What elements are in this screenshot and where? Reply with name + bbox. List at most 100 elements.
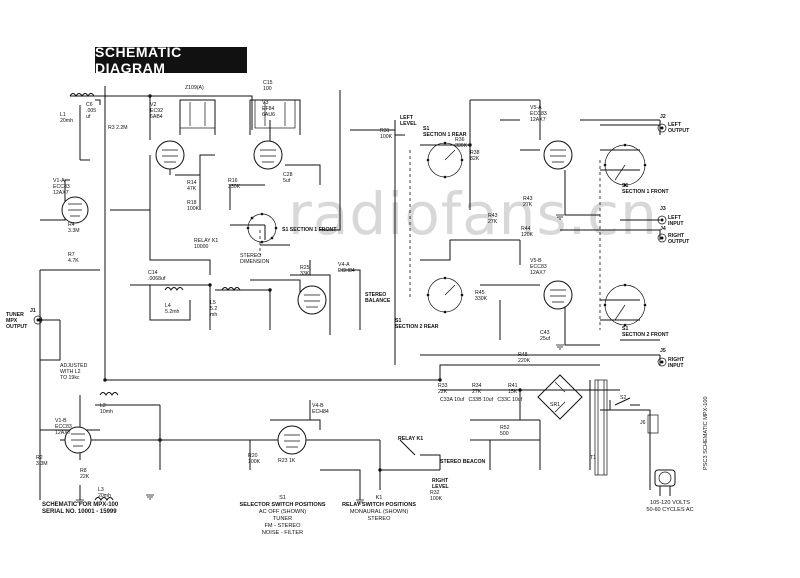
wire-l1 — [40, 105, 90, 221]
annotation-relay: RELAY K1 — [398, 436, 424, 442]
label-j6: J6 — [640, 420, 646, 426]
wire-mid-2 — [130, 284, 211, 330]
label-j2: J2 — [660, 114, 666, 120]
coil-l4 — [164, 287, 184, 291]
junction-dots — [38, 94, 522, 472]
wire-s1-right — [600, 149, 640, 321]
label-t1: T1 — [590, 455, 597, 461]
wire-right-in — [420, 354, 661, 365]
jack-j5 — [657, 357, 667, 367]
coil-l5 — [221, 287, 241, 291]
jack-j3 — [657, 215, 667, 225]
label-j4: J4 — [660, 226, 666, 232]
rotary-switch-s1-front-right — [603, 143, 647, 187]
power-transformer — [594, 379, 608, 476]
tube-v3 — [253, 140, 283, 170]
power-plug — [654, 469, 676, 496]
label-s2: S2 — [620, 395, 627, 401]
label-r3: R3 2.2M — [108, 125, 128, 131]
wire-v4b — [249, 400, 361, 500]
switch-s2 — [614, 397, 640, 406]
label-c33: C33A 10uf C33B 10uf C33C 10uf — [440, 397, 523, 403]
label-sr1: SR1 — [550, 402, 561, 408]
annotation-s1-front: S1 SECTION 1 FRONT — [282, 227, 337, 233]
wire-right-v5b — [480, 284, 660, 346]
wire-right-mid — [420, 229, 661, 265]
wire-s1-front — [230, 224, 290, 246]
wire-left-out — [600, 124, 661, 221]
bridge-rectifier-sr1 — [537, 374, 583, 420]
diagram-title: SCHEMATIC DIAGRAM — [95, 44, 247, 76]
tube-v5a — [543, 140, 573, 170]
tube-v5b — [543, 280, 573, 310]
rotary-switch-s1-2front-right — [603, 283, 647, 327]
fuse-j6 — [647, 414, 659, 434]
label-j3: J3 — [660, 206, 666, 212]
jack-j4 — [657, 233, 667, 243]
rail-top-left — [70, 95, 253, 140]
wire-v4a — [290, 260, 361, 335]
wire-power-2 — [489, 400, 651, 490]
tube-v4a — [297, 285, 327, 315]
wire-mid-3 — [215, 279, 301, 330]
wire-v1b — [79, 395, 200, 500]
label-r23: R23 1K — [278, 458, 296, 464]
watermark: radiofans.cn — [288, 180, 658, 248]
wire-right-v5a — [520, 119, 661, 216]
jack-j2 — [657, 123, 667, 133]
wire-top-right — [320, 90, 405, 365]
coil-l2 — [99, 392, 119, 396]
wire-relay — [399, 439, 441, 470]
label-j5: J5 — [660, 348, 666, 354]
tube-v4b — [277, 425, 307, 455]
power-rating-note: 105-120 VOLTS 50-60 CYCLES AC — [646, 500, 694, 513]
annotation-stereo-beacon: STEREO BEACON — [440, 459, 486, 465]
rotary-switch-s1-2rear — [426, 276, 464, 314]
tube-v2 — [155, 140, 185, 170]
label-c14: C14.0068uf — [148, 270, 166, 282]
coil-l1 — [69, 93, 95, 97]
wire-mid-1 — [110, 155, 211, 275]
wire-input — [40, 319, 61, 361]
